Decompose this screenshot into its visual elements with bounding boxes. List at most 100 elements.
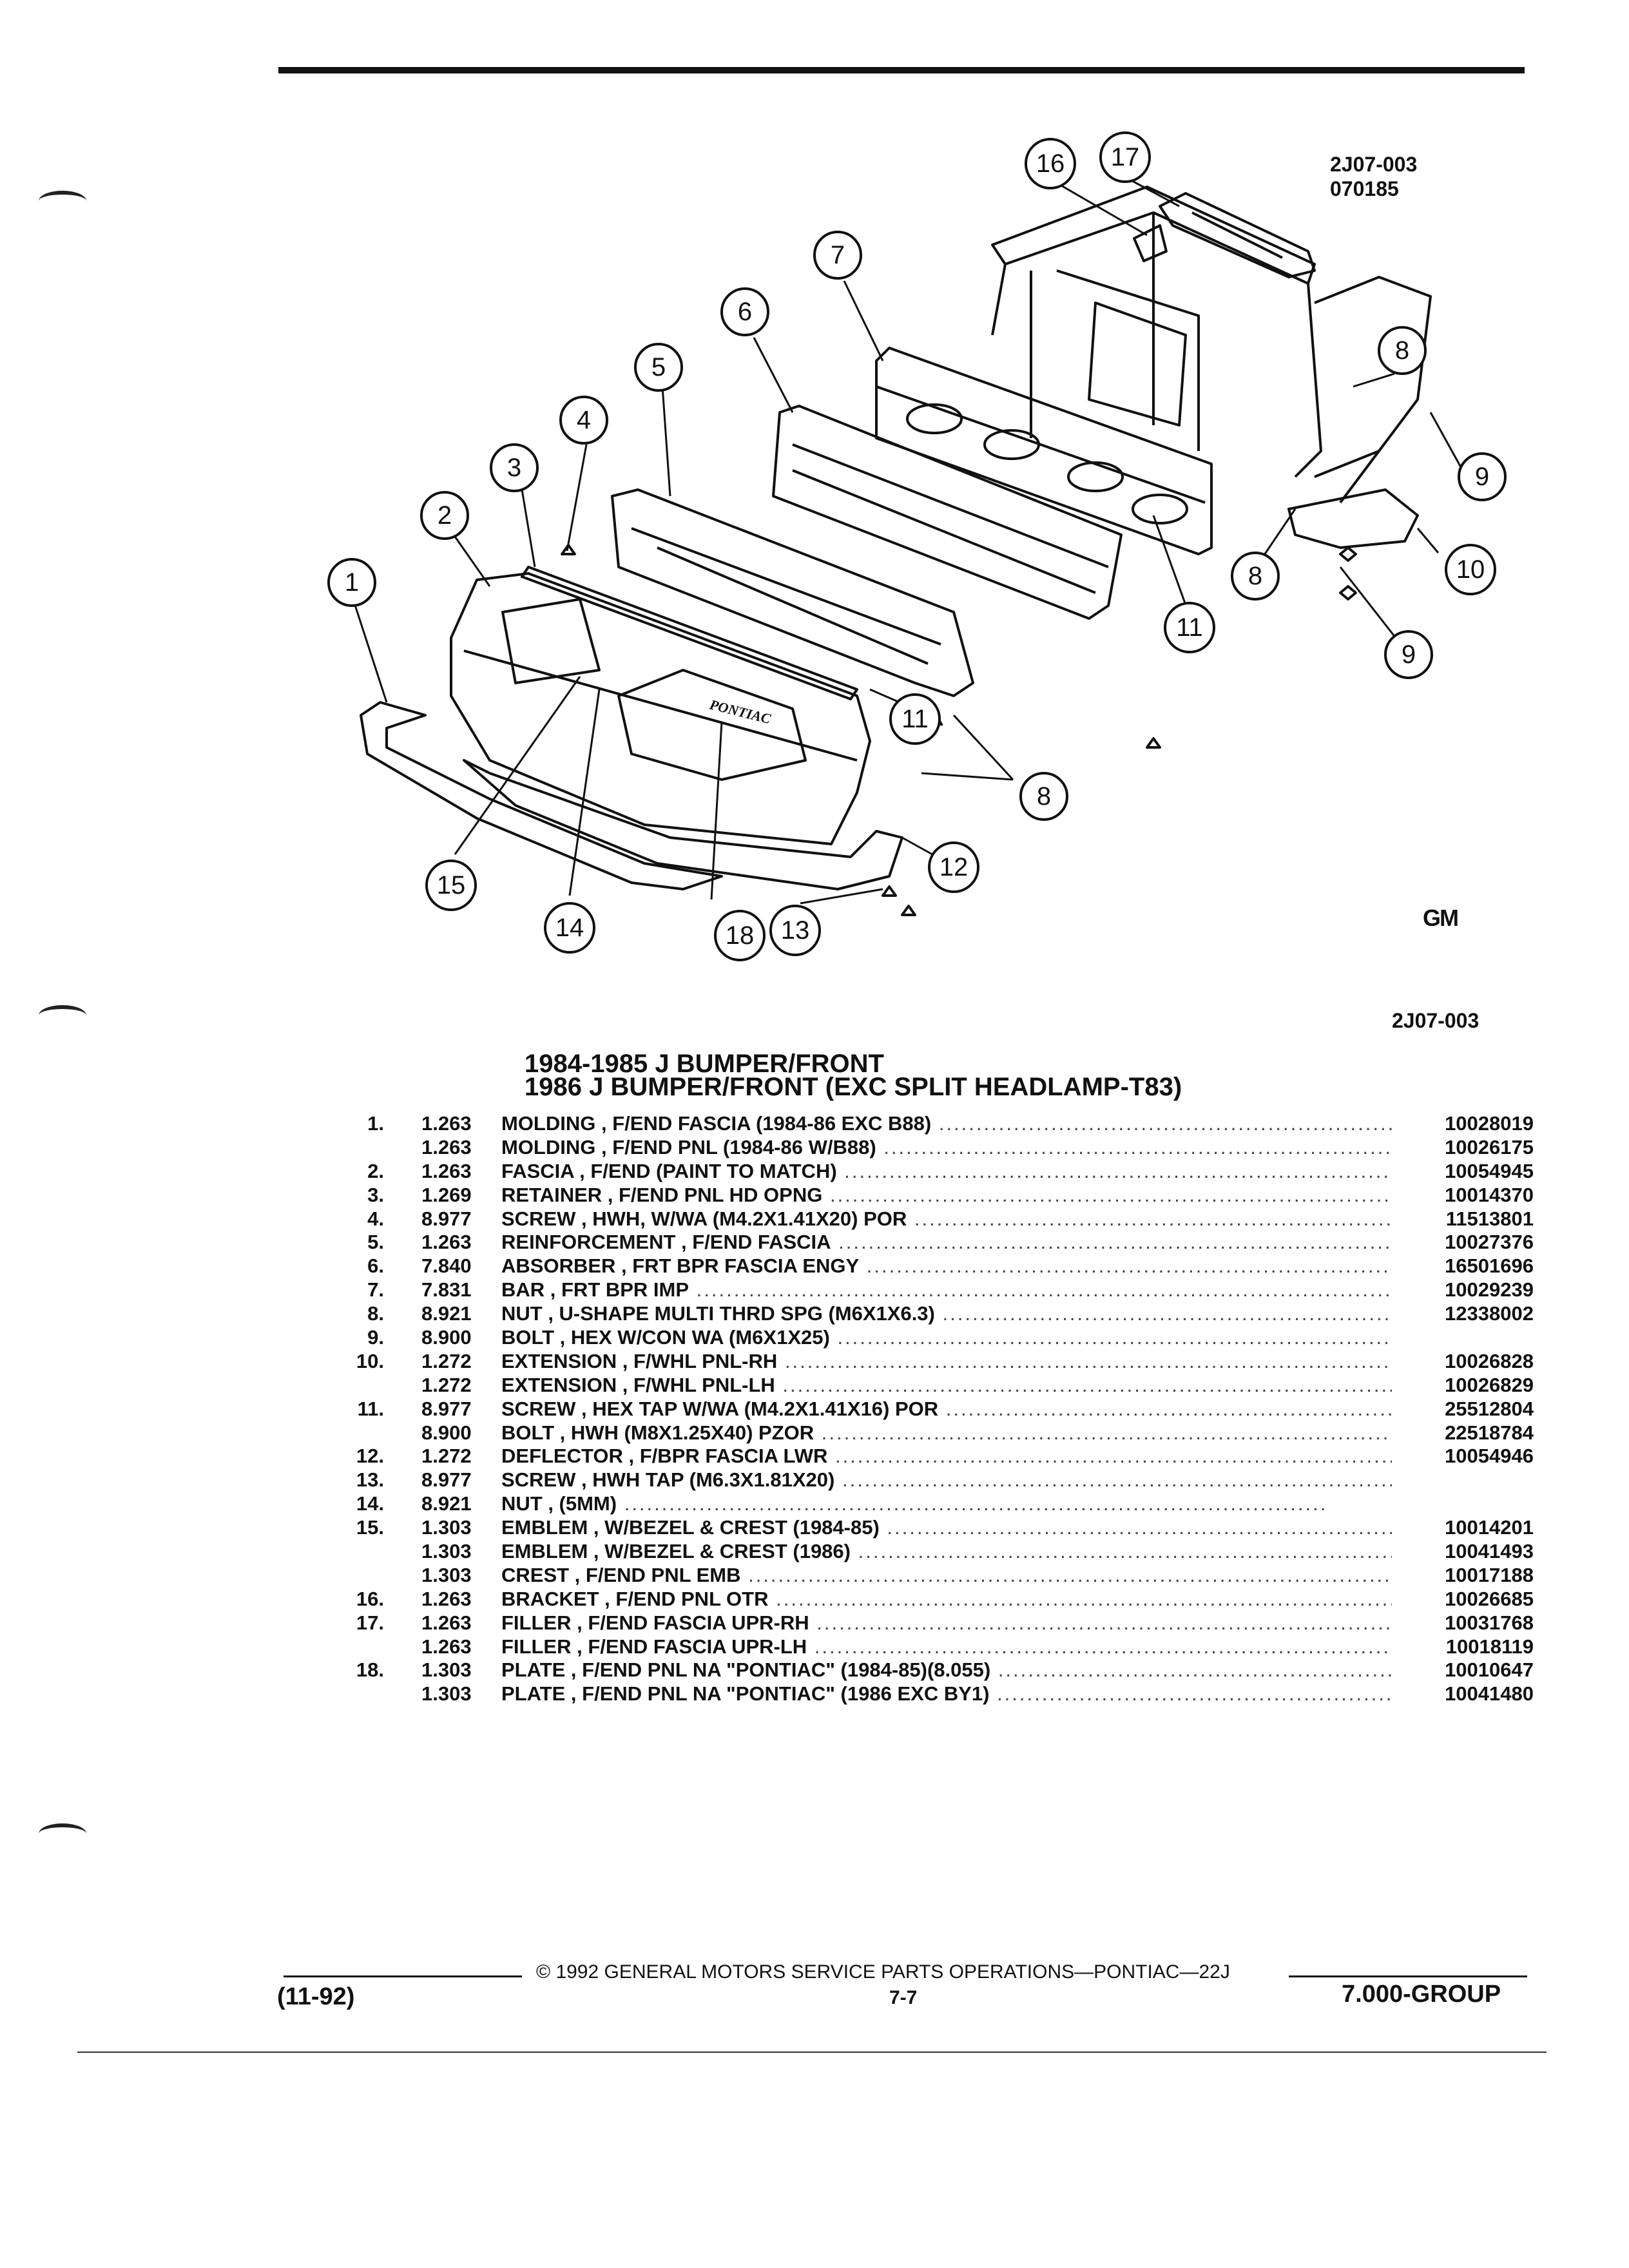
parts-row: 1.263 MOLDING , F/END PNL (1984-86 W/B88)… xyxy=(342,1136,1534,1160)
group-number: 1.263 xyxy=(421,1635,472,1658)
description-text: FILLER , F/END FASCIA UPR-LH xyxy=(501,1635,807,1658)
group-number: 1.272 xyxy=(421,1445,472,1468)
group-number: 1.263 xyxy=(421,1135,472,1158)
item-number: 6. xyxy=(367,1254,384,1278)
part-number: 10010647 xyxy=(1445,1658,1534,1682)
parts-row: 1.303 PLATE , F/END PNL NA "PONTIAC" (198… xyxy=(342,1682,1534,1706)
description: MOLDING , F/END PNL (1984-86 W/B88) ....… xyxy=(501,1135,1392,1158)
callout-label: 2 xyxy=(438,501,452,530)
absorber-6 xyxy=(772,405,1123,620)
emblem-opening xyxy=(617,669,807,781)
item-number: 17. xyxy=(356,1611,384,1634)
group-number: 7.831 xyxy=(421,1278,472,1302)
description: FASCIA , F/END (PAINT TO MATCH) ........… xyxy=(501,1159,1392,1182)
part-number: 10031768 xyxy=(1445,1611,1534,1634)
description-text: CREST , F/END PNL EMB xyxy=(501,1563,741,1586)
footer-rule-right xyxy=(1289,1975,1527,1977)
callout: 14 xyxy=(544,902,595,954)
item-number: 16. xyxy=(356,1587,384,1610)
description: EXTENSION , F/WHL PNL-RH ...............… xyxy=(501,1349,1392,1372)
callout-group: 1 2 3 4 5 6 7 8 8 8 9 9 10 11 11 12 13 1… xyxy=(327,131,1507,961)
footer-date: (11-92) xyxy=(277,1983,355,2010)
callout: 10 xyxy=(1445,544,1496,595)
callout: 4 xyxy=(559,396,608,445)
figure-code-repeat: 2J07-003 xyxy=(1392,1009,1480,1032)
group-number: 8.977 xyxy=(421,1468,472,1492)
item-number: 18. xyxy=(356,1658,384,1682)
callout-label: 16 xyxy=(1036,149,1065,178)
item-number: 13. xyxy=(356,1468,384,1492)
description-text: EXTENSION , F/WHL PNL-LH xyxy=(501,1373,775,1396)
part-number: 12338002 xyxy=(1445,1302,1534,1325)
part-number: 10027376 xyxy=(1445,1231,1534,1254)
group-number: 1.303 xyxy=(421,1563,472,1586)
description: EXTENSION , F/WHL PNL-LH ...............… xyxy=(501,1373,1392,1396)
callout: 11 xyxy=(889,693,941,745)
callout: 16 xyxy=(1025,138,1076,189)
callout-label: 8 xyxy=(1037,782,1051,811)
description-text: SCREW , HWH TAP (M6.3X1.81X20) xyxy=(501,1468,835,1492)
callout-label: 1 xyxy=(345,568,359,597)
part-number: 10054946 xyxy=(1445,1445,1534,1468)
description: BRACKET , F/END PNL OTR ................… xyxy=(501,1587,1392,1610)
part-number: 16501696 xyxy=(1445,1254,1534,1278)
callout-label: 10 xyxy=(1456,555,1485,584)
item-number: 8. xyxy=(367,1302,384,1325)
part-number: 10041480 xyxy=(1445,1682,1534,1706)
leader-lines xyxy=(351,177,1465,905)
item-number: 10. xyxy=(356,1349,384,1372)
description-text: NUT , U-SHAPE MULTI THRD SPG (M6X1X6.3) xyxy=(501,1302,935,1325)
description-text: BOLT , HEX W/CON WA (M6X1X25) xyxy=(501,1326,830,1349)
callout-label: 8 xyxy=(1395,336,1409,365)
callout: 2 xyxy=(420,491,469,540)
callout: 6 xyxy=(720,287,769,336)
description: NUT , U-SHAPE MULTI THRD SPG (M6X1X6.3) … xyxy=(501,1302,1392,1325)
item-number: 5. xyxy=(367,1231,384,1254)
radiator-support xyxy=(991,186,1322,478)
description: BOLT , HEX W/CON WA (M6X1X25) ..........… xyxy=(501,1326,1392,1349)
diagram-parts xyxy=(360,186,1432,916)
group-number: 1.303 xyxy=(421,1682,472,1706)
description: FILLER , F/END FASCIA UPR-RH ...........… xyxy=(501,1611,1392,1634)
description-text: RETAINER , F/END PNL HD OPNG xyxy=(501,1183,823,1206)
description: RETAINER , F/END PNL HD OPNG ...........… xyxy=(501,1183,1392,1206)
item-number: 11. xyxy=(357,1397,384,1420)
figure-code: 2J07-003 xyxy=(1330,153,1418,176)
description-text: PLATE , F/END PNL NA "PONTIAC" (1986 EXC… xyxy=(501,1682,990,1706)
description: MOLDING , F/END FASCIA (1984-86 EXC B88)… xyxy=(501,1112,1392,1135)
part-number: 11513801 xyxy=(1445,1207,1534,1230)
callout: 8 xyxy=(1019,772,1068,821)
group-number: 8.977 xyxy=(421,1397,472,1420)
description-text: MOLDING , F/END FASCIA (1984-86 EXC B88) xyxy=(501,1112,932,1135)
item-number: 9. xyxy=(367,1326,384,1349)
part-number: 25512804 xyxy=(1445,1397,1534,1420)
callout: 17 xyxy=(1099,131,1151,183)
callout-label: 14 xyxy=(555,914,584,942)
footer-copyright: © 1992 GENERAL MOTORS SERVICE PARTS OPER… xyxy=(536,1961,1230,1983)
callout: 18 xyxy=(714,910,766,961)
callout: 3 xyxy=(490,443,539,492)
callout: 11 xyxy=(1164,602,1215,653)
description: ABSORBER , FRT BPR FASCIA ENGY .........… xyxy=(501,1254,1392,1278)
part-number: 10054945 xyxy=(1445,1159,1534,1182)
description-text: FASCIA , F/END (PAINT TO MATCH) xyxy=(501,1159,837,1182)
group-number: 1.263 xyxy=(421,1159,472,1182)
description-text: BRACKET , F/END PNL OTR xyxy=(501,1587,769,1610)
gm-logo: GM xyxy=(1423,905,1459,931)
group-number: 1.263 xyxy=(421,1112,472,1135)
callout-label: 3 xyxy=(507,454,521,482)
margin-mark xyxy=(39,1005,86,1026)
group-number: 1.272 xyxy=(421,1373,472,1396)
